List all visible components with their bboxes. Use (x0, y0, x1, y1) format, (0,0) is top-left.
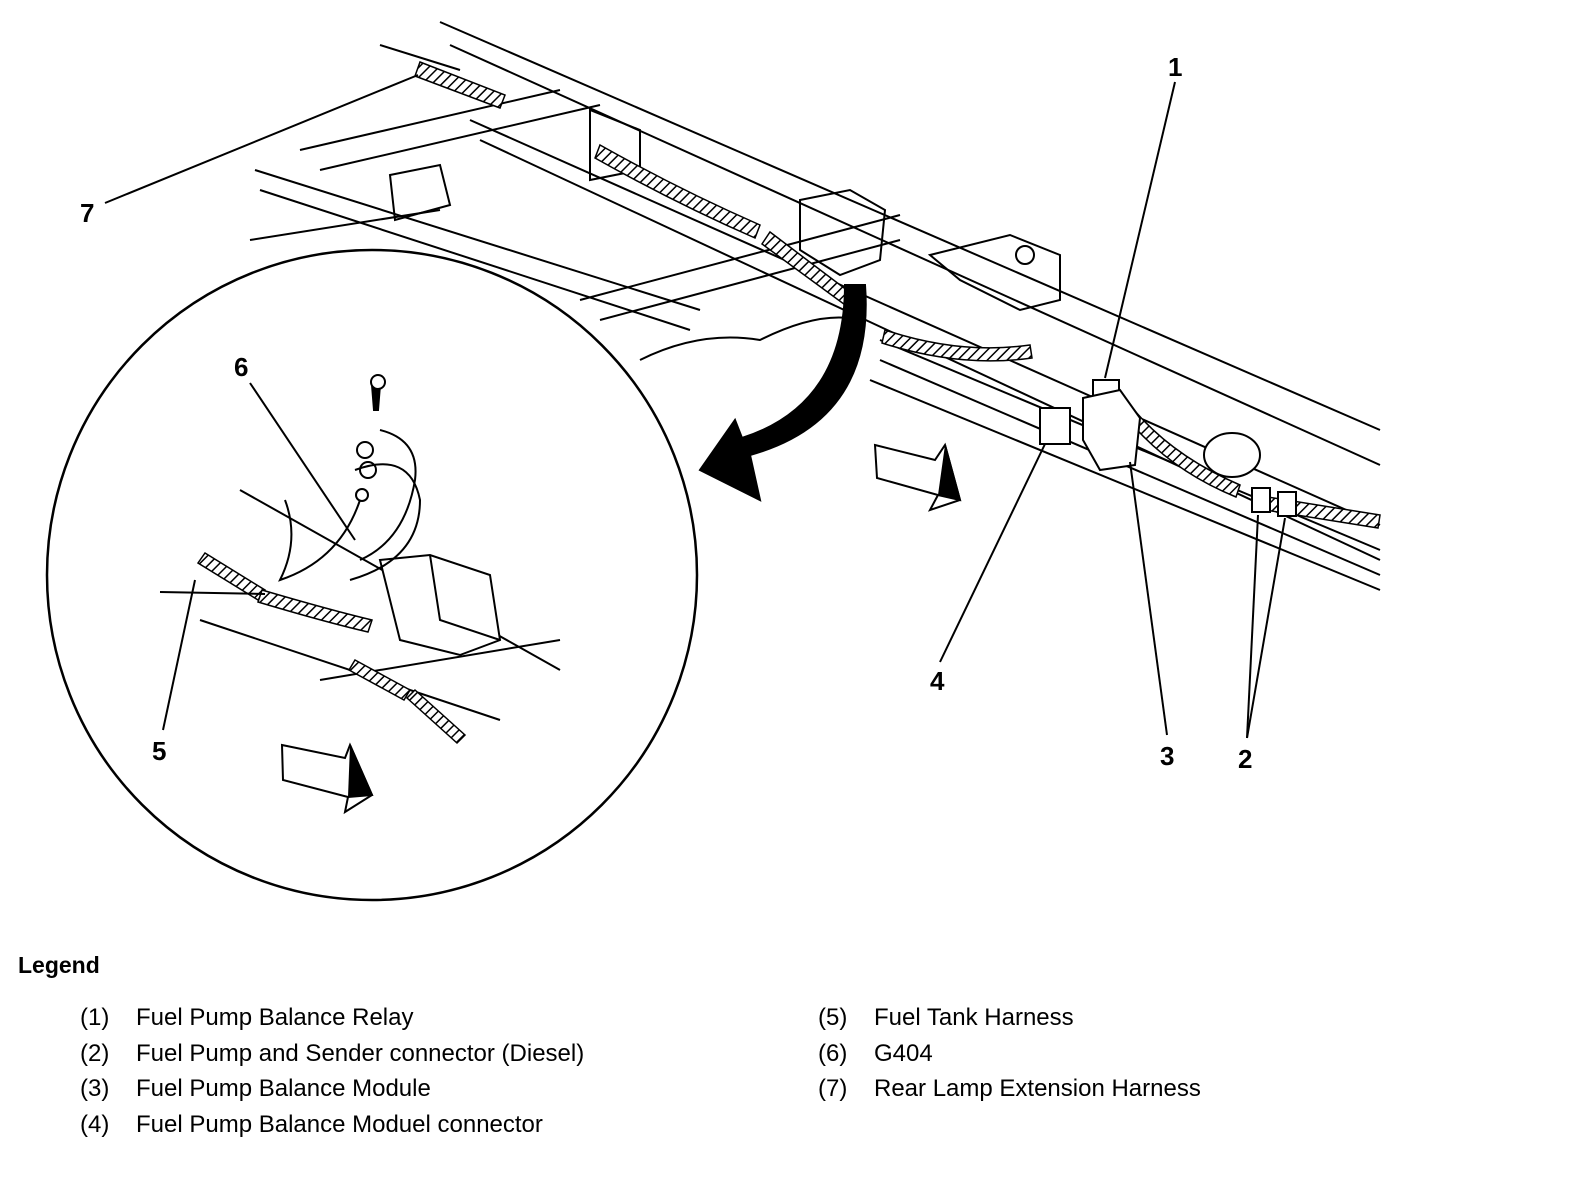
legend: Legend (1) Fuel Pump Balance Relay (2) Fue… (18, 952, 1558, 1182)
legend-item-2: (2) Fuel Pump and Sender connector (Diese… (80, 1040, 584, 1076)
relay-module-components (1039, 379, 1297, 517)
fuel-pump-balance-module (1082, 388, 1142, 472)
front-direction-arrow (873, 442, 962, 512)
callout-2: 2 (1238, 744, 1252, 774)
legend-item-number: (1) (80, 1004, 110, 1031)
legend-item-text: Fuel Pump Balance Moduel connector (136, 1110, 543, 1138)
wiring-diagram: 1 2 3 4 5 6 7 (45, 21, 1381, 902)
legend-item-5: (5) Fuel Tank Harness (818, 1004, 1201, 1040)
callout-1: 1 (1168, 52, 1182, 82)
legend-item-7: (7) Rear Lamp Extension Harness (818, 1075, 1201, 1111)
legend-item-number: (2) (80, 1039, 110, 1067)
legend-item-number: (6) (818, 1039, 848, 1067)
pump-sender-connector-b (1277, 491, 1297, 517)
legend-item-number: (7) (818, 1075, 848, 1102)
legend-item-4: (4) Fuel Pump Balance Moduel connector (80, 1111, 584, 1147)
detail-view-contents (199, 374, 561, 721)
callout-7: 7 (80, 198, 94, 228)
legend-column-left: (1) Fuel Pump Balance Relay (2) Fuel Pump … (80, 1004, 584, 1146)
legend-item-number: (4) (80, 1110, 110, 1138)
legend-item-text: G404 (874, 1039, 933, 1067)
legend-item-number: (3) (80, 1075, 110, 1102)
fuel-tank-harness-lead (159, 591, 266, 595)
pump-sender-connector-a (1251, 487, 1271, 513)
callout-3: 3 (1160, 741, 1174, 771)
leader-lines (104, 74, 1286, 739)
legend-column-right: (5) Fuel Tank Harness (6) G404 (7) Rear Lam… (818, 1004, 1201, 1111)
legend-item-text: Fuel Pump Balance Relay (136, 1004, 414, 1031)
legend-item-6: (6) G404 (818, 1040, 1201, 1076)
legend-item-text: Fuel Pump and Sender connector (Diesel) (136, 1039, 585, 1067)
harness-segments (414, 61, 1381, 529)
detail-view-circle (45, 248, 699, 902)
balance-module-connector (1039, 407, 1071, 445)
legend-item-1: (1) Fuel Pump Balance Relay (80, 1004, 584, 1040)
legend-item-3: (3) Fuel Pump Balance Module (80, 1075, 584, 1111)
detail-zoom-arrow (698, 284, 867, 502)
detail-harness (196, 551, 467, 745)
legend-item-text: Rear Lamp Extension Harness (874, 1075, 1201, 1102)
detail-front-arrow (280, 742, 374, 815)
callout-6: 6 (234, 352, 248, 382)
legend-title: Legend (18, 952, 100, 978)
legend-item-text: Fuel Pump Balance Module (136, 1075, 431, 1102)
legend-item-number: (5) (818, 1004, 848, 1031)
callout-5: 5 (152, 736, 166, 766)
legend-item-text: Fuel Tank Harness (874, 1004, 1074, 1031)
callout-4: 4 (930, 666, 945, 696)
frame-hole (1015, 245, 1035, 265)
fuel-pump-sender (1203, 432, 1261, 478)
